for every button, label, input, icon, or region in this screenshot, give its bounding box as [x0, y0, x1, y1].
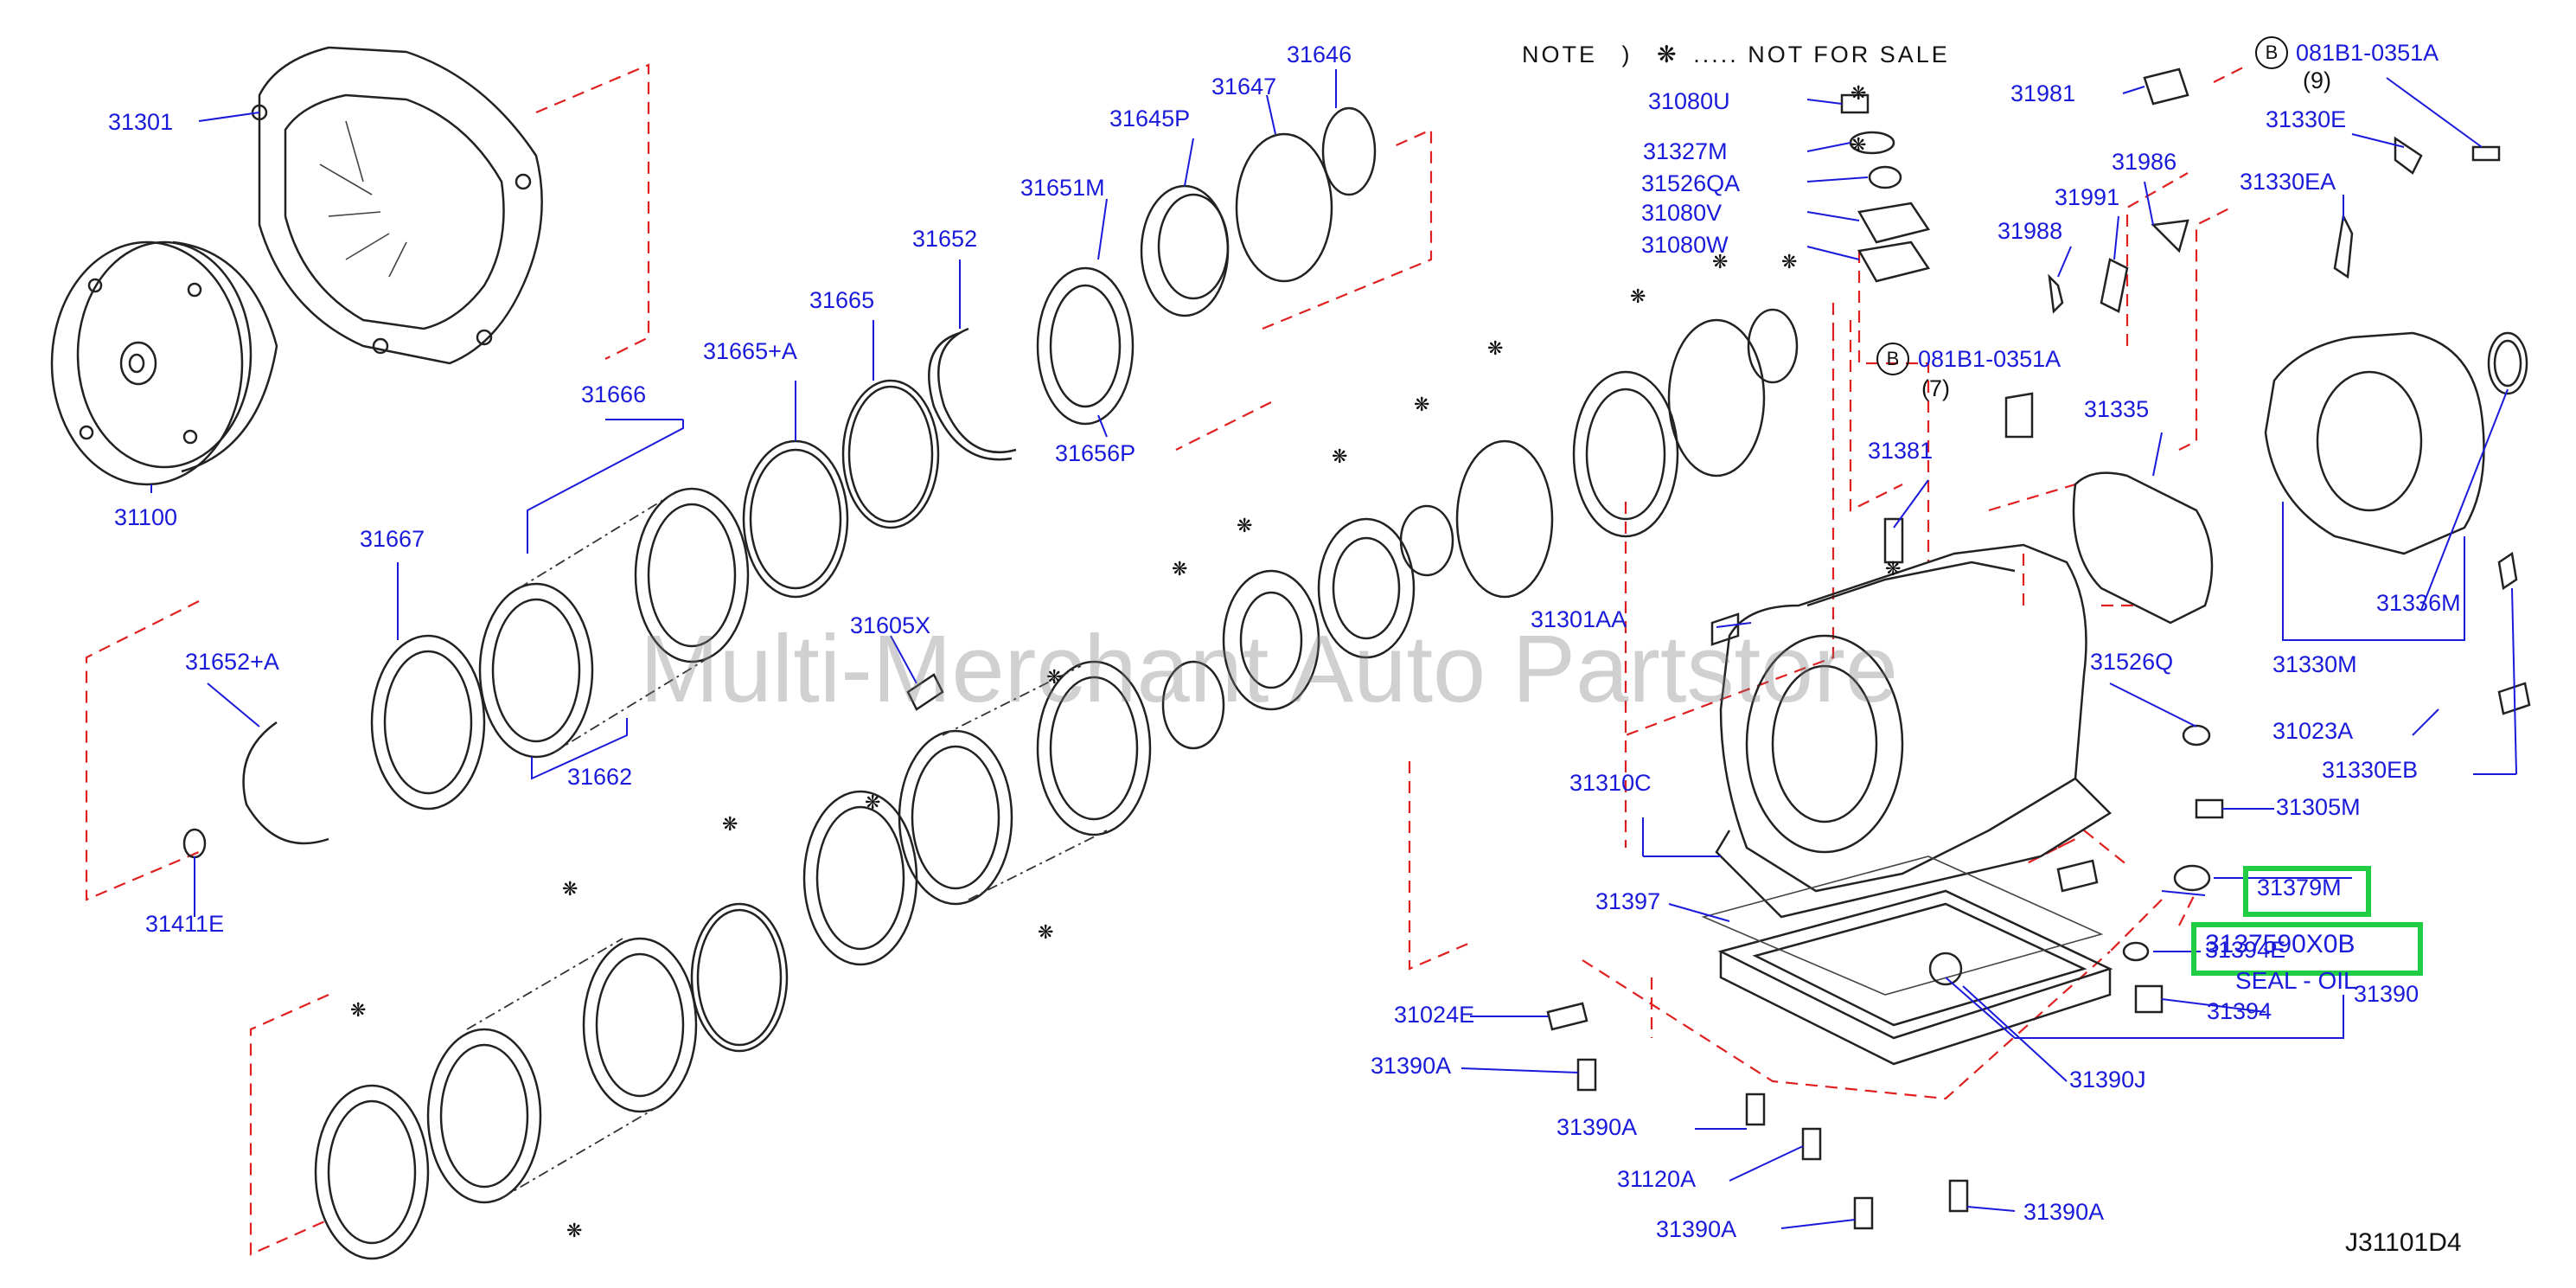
svg-text:❋: ❋ [1781, 252, 1797, 273]
svg-text:❋: ❋ [865, 792, 880, 814]
svg-text:❋: ❋ [350, 1000, 366, 1022]
part-label[interactable]: 31665 [809, 287, 875, 313]
bolt-badge-2-code[interactable]: 081B1-0351A [1918, 346, 2061, 372]
note-prefix: NOTE [1522, 42, 1598, 67]
svg-text:❋: ❋ [1414, 394, 1429, 416]
svg-text:❋: ❋ [566, 1221, 582, 1242]
highlight-box-31379m [2243, 866, 2371, 917]
part-label[interactable]: 31390 [2354, 981, 2419, 1007]
part-label[interactable]: 31526Q [2090, 649, 2174, 675]
svg-text:❋: ❋ [1851, 135, 1866, 157]
note-text: ..... NOT FOR SALE [1693, 42, 1950, 67]
hardware-drawings [1546, 67, 2531, 1230]
not-for-sale-symbol: ❋ [1657, 42, 1679, 67]
part-label[interactable]: 31390A [1556, 1114, 1638, 1140]
svg-text:❋: ❋ [722, 814, 738, 836]
part-label[interactable]: 31024E [1394, 1002, 1475, 1028]
part-label[interactable]: 31023A [2272, 718, 2354, 744]
note-paren: ) [1621, 42, 1633, 67]
part-label[interactable]: 31330M [2272, 651, 2357, 677]
part-leader-lines [150, 69, 2517, 1229]
part-label[interactable]: 31080W [1641, 232, 1729, 258]
part-label[interactable]: 31381 [1868, 438, 1934, 464]
part-label[interactable]: 31981 [2010, 80, 2076, 106]
part-label[interactable]: 31080U [1648, 88, 1730, 114]
svg-text:❋: ❋ [1237, 516, 1252, 537]
part-label-31379m[interactable]: 31379M [2257, 875, 2342, 900]
part-label[interactable]: 31652+A [185, 649, 279, 675]
part-desc-seal-oil: SEAL - OIL [2235, 967, 2357, 994]
transmission-case-drawing [1701, 543, 2113, 1066]
part-label[interactable]: 31666 [581, 381, 647, 407]
part-label[interactable]: 31301AA [1531, 606, 1627, 632]
svg-text:❋: ❋ [1630, 286, 1646, 308]
svg-text:❋: ❋ [1332, 446, 1347, 468]
part-label[interactable]: 31411E [145, 911, 225, 937]
watermark-text: Multi-Merchant Auto Partstore [640, 616, 1899, 722]
part-label[interactable]: 31310C [1569, 770, 1652, 796]
part-label[interactable]: 31526QA [1641, 170, 1741, 196]
part-label[interactable]: 31662 [567, 764, 633, 790]
bolt-badge-2-qty: (7) [1921, 375, 1950, 401]
part-label[interactable]: 31390A [1656, 1216, 1737, 1242]
svg-text:❋: ❋ [1487, 338, 1503, 360]
part-label[interactable]: 31330EA [2240, 169, 2336, 195]
bolt-badge-1-qty: (9) [2303, 67, 2331, 93]
part-label[interactable]: 31986 [2112, 149, 2177, 175]
part-label[interactable]: 31651M [1020, 175, 1105, 201]
part-label[interactable]: 31397 [1595, 888, 1661, 914]
part-label[interactable]: 31336M [2376, 590, 2461, 616]
part-label[interactable]: 31991 [2055, 184, 2120, 210]
part-label[interactable]: 31390A [1371, 1053, 1452, 1079]
svg-text:❋: ❋ [1712, 252, 1728, 273]
part-label[interactable]: 31656P [1055, 440, 1136, 466]
extension-housing-drawing [2072, 331, 2528, 625]
part-label[interactable]: 31394E [2205, 937, 2286, 963]
bolt-badge-b-2: B [1876, 343, 1909, 375]
part-label[interactable]: 31390J [2069, 1067, 2146, 1093]
part-label[interactable]: 31080V [1641, 200, 1723, 226]
not-for-sale-markers: ❋ ❋ ❋ ❋ ❋ ❋ ❋ ❋ ❋ ❋ ❋ ❋ ❋ ❋ ❋ ❋ ❋ ❋ [350, 83, 1901, 1242]
part-label[interactable]: 31652 [912, 226, 978, 252]
svg-text:❋: ❋ [1851, 83, 1866, 105]
part-label[interactable]: 31305M [2276, 794, 2361, 820]
diagram-code: J31101D4 [2345, 1228, 2462, 1257]
part-label-3137590x0b[interactable]: 3137590X0B [2205, 930, 2355, 958]
torque-converter-drawing [50, 240, 278, 486]
part-label[interactable]: 31330EB [2322, 757, 2419, 783]
part-label[interactable]: 31335 [2084, 396, 2150, 422]
part-label[interactable]: 31100 [114, 504, 178, 530]
svg-text:❋: ❋ [562, 879, 578, 900]
bolt-badge-1-code[interactable]: 081B1-0351A [2296, 40, 2439, 66]
part-label[interactable]: 31394 [2207, 998, 2272, 1024]
svg-text:❋: ❋ [1046, 667, 1062, 689]
part-label[interactable]: 31988 [1998, 218, 2063, 244]
highlight-box-3137590x0b [2191, 922, 2423, 976]
part-label[interactable]: 31667 [360, 526, 425, 552]
part-label[interactable]: 31646 [1287, 42, 1352, 67]
part-label[interactable]: 31665+A [703, 338, 797, 364]
svg-text:❋: ❋ [1885, 559, 1901, 580]
bolt-badge-b-1: B [2255, 36, 2288, 69]
svg-text:❋: ❋ [1038, 922, 1053, 944]
part-label[interactable]: 31645P [1109, 106, 1191, 131]
part-label[interactable]: 31120A [1617, 1166, 1697, 1192]
clutch-pack-drawings [182, 106, 1799, 1260]
converter-housing-drawing [251, 46, 543, 365]
note-label: NOTE ) ❋ ..... NOT FOR SALE [1522, 42, 1950, 68]
part-label[interactable]: 31647 [1211, 74, 1277, 99]
svg-text:❋: ❋ [1172, 559, 1187, 580]
part-label[interactable]: 31327M [1643, 138, 1728, 164]
part-label[interactable]: 31330E [2266, 106, 2347, 132]
part-label[interactable]: 31301 [108, 109, 174, 135]
part-label[interactable]: 31605X [850, 612, 931, 638]
part-label[interactable]: 31390A [2023, 1199, 2105, 1225]
